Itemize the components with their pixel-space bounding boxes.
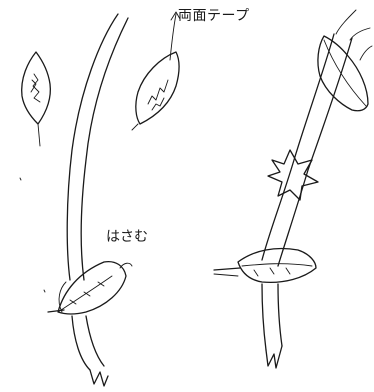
loose-leaf-small — [21, 51, 51, 147]
tape-arrow-icon — [169, 11, 181, 61]
tape-patch — [267, 149, 319, 201]
right-stem — [261, 33, 353, 267]
left-stem — [66, 13, 129, 281]
stray-marks — [19, 177, 46, 293]
clamped-leaf-right — [213, 247, 317, 369]
pinch-label: はさむ — [106, 229, 148, 245]
tape-label: 両面テープ — [178, 8, 250, 24]
clamped-leaf-left — [47, 260, 133, 387]
top-right-leaf — [317, 9, 373, 112]
taped-leaf — [131, 51, 180, 131]
